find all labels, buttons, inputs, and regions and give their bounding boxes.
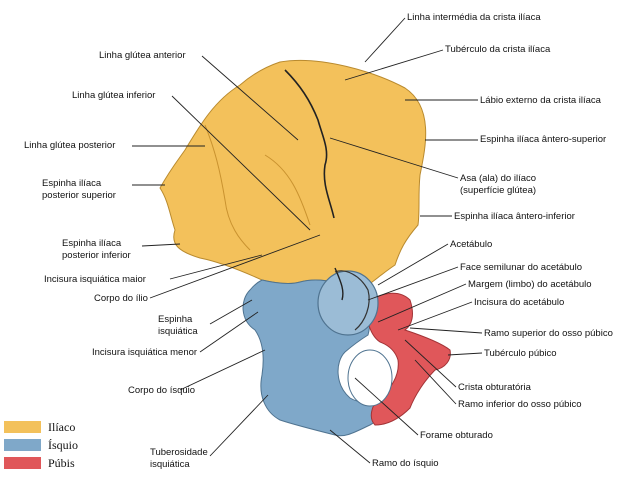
label-asa-line2: (superfície glútea) — [460, 185, 537, 196]
label-linha-glutea-inferior: Linha glútea inferior — [72, 90, 156, 101]
label-face-semilunar: Face semilunar do acetábulo — [460, 262, 582, 273]
label-ramo-isquio: Ramo do ísquio — [372, 458, 439, 469]
label-incisura-isquiatica-maior: Incisura isquiática maior — [44, 274, 146, 285]
label-incisura-acetabulo: Incisura do acetábulo — [474, 297, 565, 308]
gluteal-line-posterior-mark — [204, 124, 251, 251]
legend-swatch-ischium — [4, 439, 41, 451]
label-corpo-ilio: Corpo do ílio — [94, 293, 148, 304]
ilium-shape — [159, 59, 427, 291]
label-ramo-inferior-pubico: Ramo inferior do osso púbico — [458, 399, 582, 410]
ischium-lower-mark — [334, 267, 344, 301]
label-esp-post-inf-line2: posterior inferior — [62, 250, 131, 261]
label-linha-glutea-posterior: Linha glútea posterior — [24, 140, 116, 151]
legend-swatch-pubis — [4, 457, 41, 469]
legend-label-pubis: Púbis — [48, 456, 75, 470]
label-esp-post-sup-line2: posterior superior — [42, 190, 116, 201]
label-forame-obturado: Forame obturado — [420, 430, 493, 441]
label-ramo-superior-pubico: Ramo superior do osso púbico — [484, 328, 613, 339]
acetabulum-shape — [317, 270, 379, 336]
legend-label-ischium: Ísquio — [48, 438, 78, 452]
label-corpo-isquio: Corpo do ísquio — [128, 385, 196, 396]
legend-label-ilium: Ilíaco — [48, 420, 76, 434]
label-tuberculo-pubico: Tubérculo púbico — [484, 348, 557, 359]
label-tuberculo-crista: Tubérculo da crista ilíaca — [445, 44, 551, 55]
label-linha-intermedia: Linha intermédia da crista ilíaca — [407, 12, 541, 23]
label-crista-obturatoria: Crista obturatória — [458, 382, 531, 393]
label-margem-limbo: Margem (limbo) do acetábulo — [468, 279, 592, 290]
leader-lines — [132, 17, 483, 464]
label-esp-post-sup-line1: Espinha ilíaca — [42, 178, 102, 189]
label-linha-glutea-anterior: Linha glútea anterior — [99, 50, 186, 61]
label-tuberosidade-line2: isquiática — [150, 459, 190, 470]
label-asa-line1: Asa (ala) do ilíaco — [460, 173, 537, 184]
legend-swatch-ilium — [4, 421, 41, 433]
label-acetabulo: Acetábulo — [450, 239, 493, 250]
obturator-foramen-hole — [347, 349, 393, 407]
gluteal-line-inferior-mark — [264, 154, 311, 226]
label-tuberosidade-line1: Tuberosidade — [150, 447, 208, 458]
label-esp-post-inf-line1: Espinha ilíaca — [62, 238, 122, 249]
label-espinha-isq-line2: isquiática — [158, 326, 198, 337]
label-espinha-antero-superior: Espinha ilíaca ântero-superior — [480, 134, 607, 145]
gluteal-line-anterior-mark — [284, 69, 335, 219]
acetabulum-notch — [334, 270, 370, 331]
label-espinha-antero-inferior: Espinha ilíaca ântero-inferior — [454, 211, 575, 222]
label-incisura-isquiatica-menor: Incisura isquiática menor — [92, 347, 198, 358]
label-espinha-isq-line1: Espinha — [158, 314, 193, 325]
label-labio-externo: Lábio externo da crista ilíaca — [480, 95, 601, 106]
